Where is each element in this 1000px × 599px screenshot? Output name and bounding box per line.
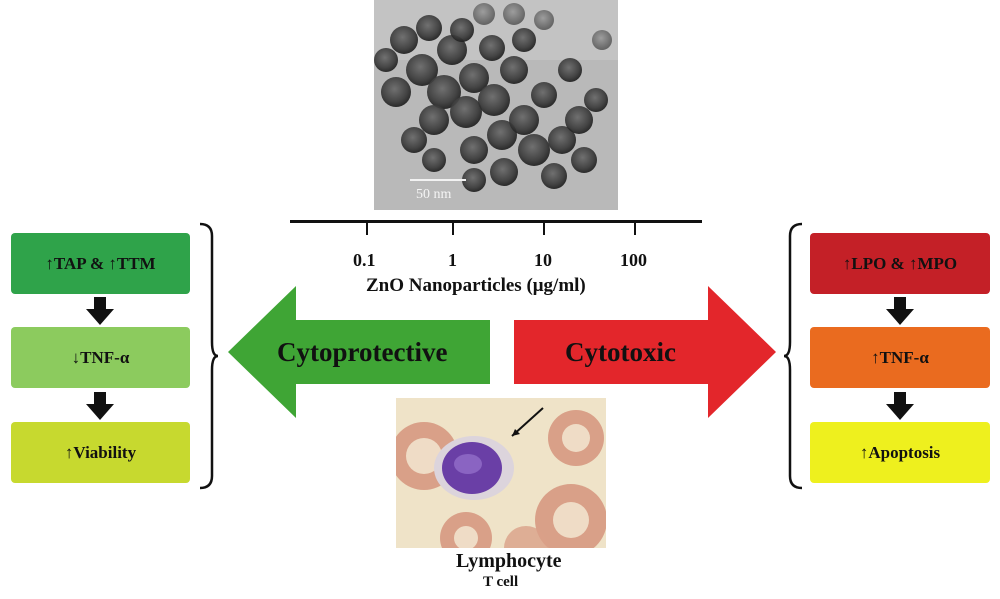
nanoparticle <box>406 54 438 86</box>
nanoparticle <box>374 48 398 72</box>
cytoprotective-label: Cytoprotective <box>277 337 448 367</box>
left-box-viability: ↑Viability <box>11 422 190 483</box>
left-bracket <box>199 222 219 490</box>
right-bracket <box>783 222 803 490</box>
axis-tick-label: 0.1 <box>353 250 376 270</box>
nanoparticle <box>459 63 489 93</box>
down-arrow-icon <box>886 297 914 325</box>
nanoparticle <box>422 148 446 172</box>
axis-tick-label: 1 <box>448 250 457 270</box>
axis-tick-2 <box>543 221 545 235</box>
lymphocyte-image <box>396 398 606 548</box>
axis-tick-label: 100 <box>620 250 647 270</box>
axis-tick-label: 10 <box>534 250 552 270</box>
right-box-apoptosis: ↑Apoptosis <box>810 422 990 483</box>
nanoparticle <box>437 35 467 65</box>
axis-tick-0 <box>366 221 368 235</box>
nanoparticle <box>500 56 528 84</box>
nanoparticle <box>450 96 482 128</box>
nanoparticle <box>419 105 449 135</box>
nanoparticle <box>401 127 427 153</box>
nanoparticle <box>460 136 488 164</box>
nanoparticle <box>450 18 474 42</box>
nanoparticle <box>571 147 597 173</box>
nanoparticle <box>479 35 505 61</box>
concentration-axis <box>290 220 702 223</box>
nanoparticle <box>512 28 536 52</box>
nanoparticle <box>548 126 576 154</box>
nanoparticle <box>487 120 517 150</box>
nanoparticle <box>462 168 486 192</box>
nanoparticle <box>592 30 612 50</box>
nanoparticle <box>518 134 550 166</box>
down-arrow-icon <box>86 297 114 325</box>
cytotoxic-arrow <box>514 286 776 418</box>
nanoparticle <box>416 15 442 41</box>
nanoparticle <box>509 105 539 135</box>
nanoparticle <box>503 3 525 25</box>
nanoparticle <box>381 77 411 107</box>
tem-micrograph-image: 50 nm <box>374 0 618 210</box>
nanoparticle <box>558 58 582 82</box>
nanoparticle <box>427 75 461 109</box>
scale-bar-label: 50 nm <box>416 187 452 202</box>
nanoparticle <box>584 88 608 112</box>
nanoparticle <box>490 158 518 186</box>
down-arrow-icon <box>86 392 114 420</box>
lymphocyte-title: Lymphocyte <box>456 550 562 572</box>
left-box-tnf: ↓TNF-α <box>11 327 190 388</box>
axis-title: ZnO Nanoparticles (μg/ml) <box>366 275 586 296</box>
down-arrow-icon <box>886 392 914 420</box>
nanoparticle <box>473 3 495 25</box>
cytotoxic-label: Cytotoxic <box>565 337 676 367</box>
nanoparticle <box>478 84 510 116</box>
cytoprotective-arrow <box>228 286 490 418</box>
axis-tick-1 <box>452 221 454 235</box>
lymphocyte-subtitle: T cell <box>483 574 519 590</box>
axis-tick-3 <box>634 221 636 235</box>
nanoparticle <box>541 163 567 189</box>
nanoparticle <box>531 82 557 108</box>
right-box-lpo-mpo: ↑LPO & ↑MPO <box>810 233 990 294</box>
left-box-tap-ttm: ↑TAP & ↑TTM <box>11 233 190 294</box>
nanoparticle <box>565 106 593 134</box>
nanoparticle <box>390 26 418 54</box>
right-box-tnf: ↑TNF-α <box>810 327 990 388</box>
nanoparticle <box>534 10 554 30</box>
